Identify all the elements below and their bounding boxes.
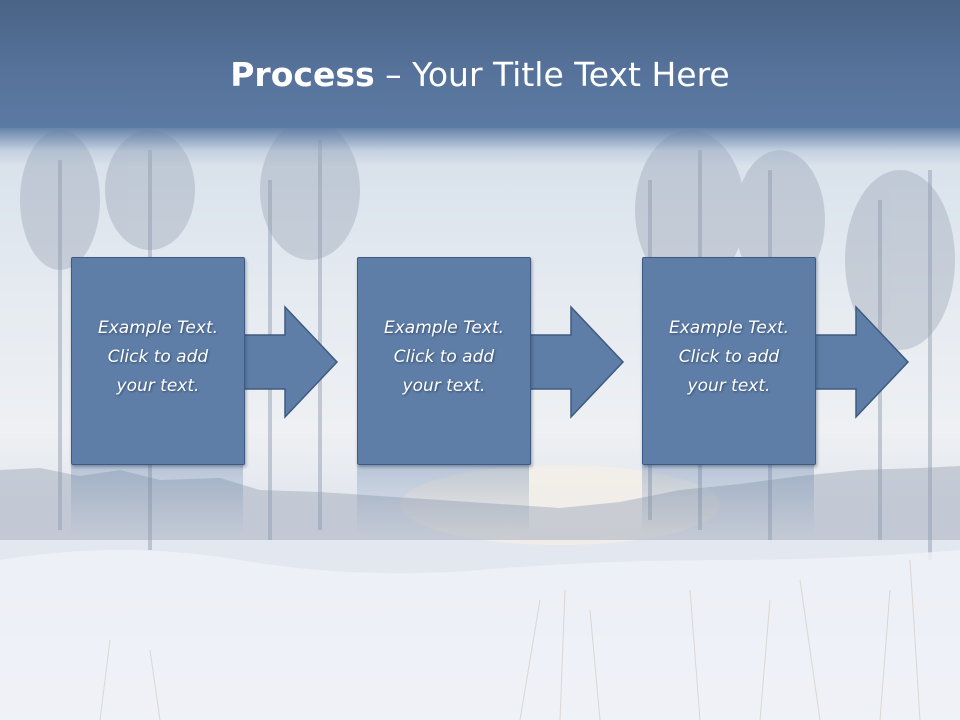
- step-text-line: Click to add: [393, 347, 495, 367]
- step-text[interactable]: Example Text. Click to add your text.: [643, 314, 815, 401]
- step-text-line: Example Text.: [668, 318, 790, 338]
- title-band: [0, 0, 960, 128]
- step-text-line: Example Text.: [383, 318, 505, 338]
- step-reflection: [642, 465, 814, 535]
- step-text-line: your text.: [116, 376, 200, 396]
- title-rest: – Your Title Text Here: [374, 55, 730, 94]
- step-box[interactable]: Example Text. Click to add your text.: [642, 257, 816, 465]
- step-text-line: Example Text.: [97, 318, 219, 338]
- step-text-line: your text.: [402, 376, 486, 396]
- step-text-line: Click to add: [107, 347, 209, 367]
- title-fade: [0, 128, 960, 166]
- step-reflection: [71, 465, 243, 535]
- slide-title[interactable]: Process – Your Title Text Here: [0, 53, 960, 97]
- arrow-right-icon: [528, 305, 625, 419]
- step-reflection: [357, 465, 529, 535]
- step-text-line: your text.: [687, 376, 771, 396]
- step-box[interactable]: Example Text. Click to add your text.: [357, 257, 531, 465]
- title-bold: Process: [230, 55, 375, 94]
- step-text[interactable]: Example Text. Click to add your text.: [358, 314, 530, 401]
- step-box[interactable]: Example Text. Click to add your text.: [71, 257, 245, 465]
- step-text-line: Click to add: [678, 347, 780, 367]
- arrow-right-icon: [813, 305, 910, 419]
- step-text[interactable]: Example Text. Click to add your text.: [72, 314, 244, 401]
- arrow-right-icon: [242, 305, 339, 419]
